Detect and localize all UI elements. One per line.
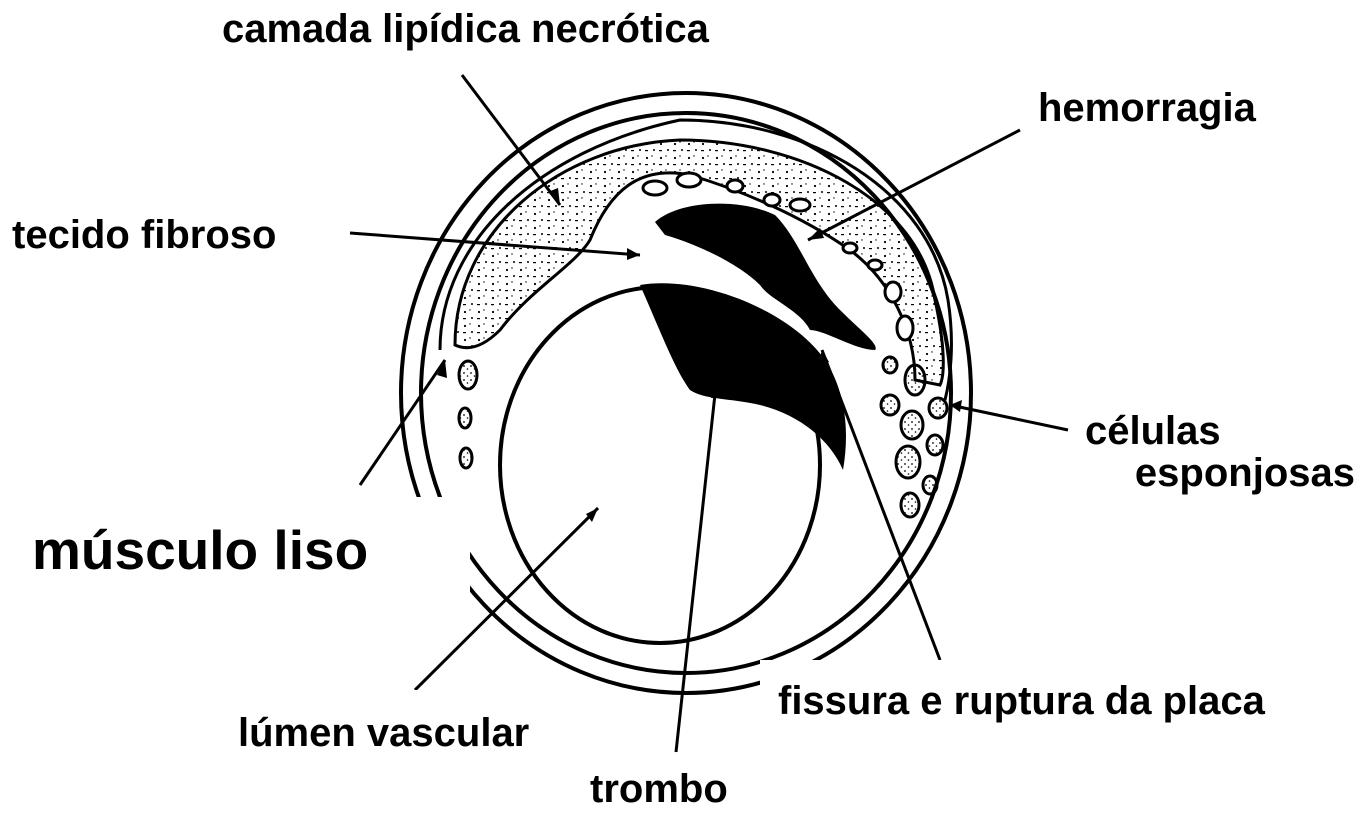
foam-cell [896,446,920,478]
foam-cell [883,357,897,373]
foam-cell [927,435,943,455]
cell [643,181,667,195]
cell [885,282,901,302]
arrowhead [627,248,640,260]
cell [868,260,882,270]
cell [843,243,857,253]
label-lipid-layer: camada lipídica necrótica [222,8,709,50]
label-foam-cells-line1: células [1075,410,1355,452]
smooth-muscle-cells [459,361,477,468]
cell [764,194,780,206]
leader-lipid [462,75,560,205]
label-foam-cells: células esponjosas [1075,410,1355,494]
label-vascular-lumen: lúmen vascular [238,712,529,754]
label-fibrous-tissue: tecido fibroso [12,214,276,256]
foam-cell [901,411,923,439]
muscle-cell [459,408,471,428]
foam-cell [901,493,919,517]
foam-cell [929,398,947,418]
label-foam-cells-line2: esponjosas [1075,452,1355,494]
cell [677,173,701,187]
foam-cell [905,365,925,395]
muscle-cell [460,448,472,468]
label-smooth-muscle: músculo liso [32,522,368,580]
label-thrombus: trombo [590,768,728,810]
cell [727,180,743,192]
muscle-cell [459,361,477,389]
foam-cell [881,395,899,415]
label-hemorrhage: hemorragia [1038,87,1256,129]
cell [897,316,913,340]
label-plaque-fissure: fissura e ruptura da placa [778,680,1265,722]
foam-cell [923,476,937,494]
cell [790,199,810,211]
